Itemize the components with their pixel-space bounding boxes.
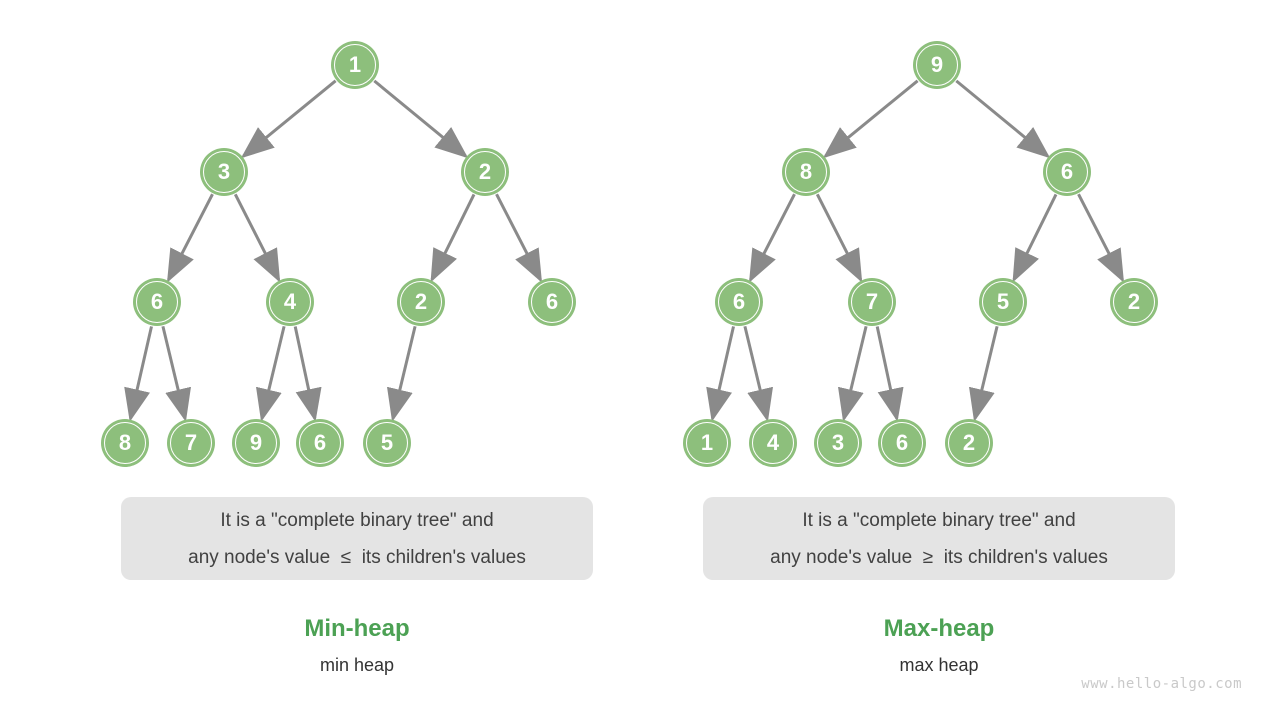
tree-edge bbox=[969, 325, 999, 422]
min-heap-title: Min-heap bbox=[304, 615, 410, 642]
max-heap-subtitle: max heap bbox=[899, 655, 979, 675]
tree-edge bbox=[240, 79, 337, 159]
max-heap-caption-line2: any node's value ≥ its children's values bbox=[770, 546, 1108, 568]
tree-edge bbox=[838, 325, 868, 422]
max-heap-caption-line1: It is a "complete binary tree" and bbox=[802, 509, 1076, 531]
watermark: www.hello-algo.com bbox=[1081, 676, 1242, 692]
tree-edge bbox=[822, 79, 919, 159]
tree-edge bbox=[743, 325, 773, 422]
tree-edge bbox=[706, 326, 735, 422]
tree-edge bbox=[387, 325, 417, 422]
tree-edge bbox=[373, 79, 469, 159]
min-heap-caption-line2: any node's value ≤ its children's values bbox=[188, 546, 526, 568]
tree-edge bbox=[256, 325, 286, 422]
tree-edge bbox=[815, 193, 863, 283]
tree-edge bbox=[1077, 193, 1125, 283]
tree-edge bbox=[430, 193, 476, 283]
tree-edge bbox=[955, 79, 1051, 159]
tree-edge bbox=[875, 326, 904, 422]
tree-edge bbox=[233, 193, 281, 283]
min-heap-caption-line1: It is a "complete binary tree" and bbox=[220, 509, 494, 531]
tree-edge bbox=[166, 193, 214, 283]
tree-edge bbox=[748, 193, 796, 283]
tree-edge bbox=[161, 325, 191, 422]
tree-edge bbox=[495, 193, 543, 283]
min-heap-caption: It is a "complete binary tree" and any n… bbox=[121, 497, 593, 580]
min-heap-subtitle: min heap bbox=[319, 655, 395, 675]
max-heap-title: Max-heap bbox=[883, 615, 995, 642]
tree-edge bbox=[1012, 193, 1058, 283]
tree-edge bbox=[293, 326, 322, 422]
max-heap-caption: It is a "complete binary tree" and any n… bbox=[703, 497, 1175, 580]
tree-edge bbox=[124, 326, 153, 422]
